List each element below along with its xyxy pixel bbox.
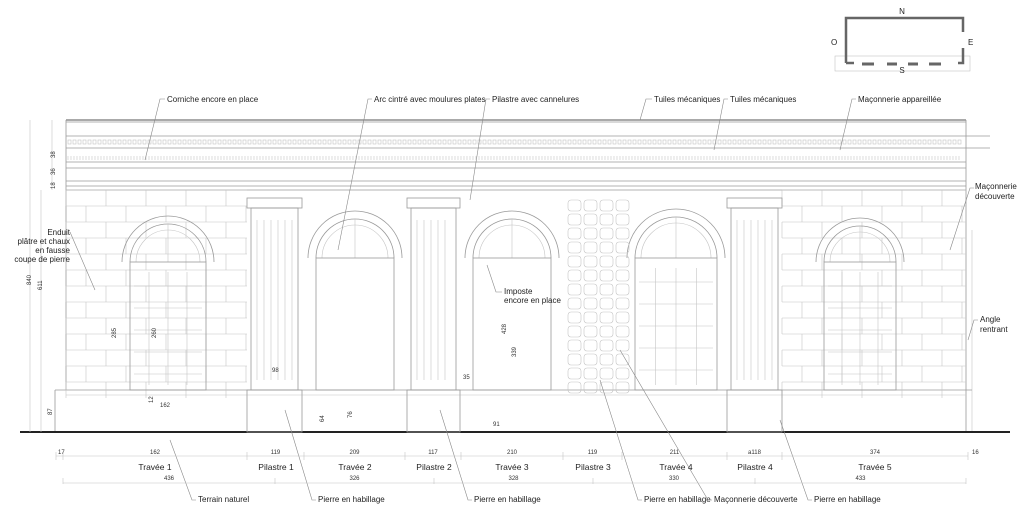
- label-arc: Arc cintré avec moulures plates: [374, 95, 486, 104]
- total-dim-label: 326: [349, 476, 360, 482]
- label-maconnerie-decouverte-1: Maçonnerie: [975, 182, 1017, 191]
- bay-dim-label: 211: [670, 450, 680, 456]
- arched-opening: [307, 210, 403, 391]
- annotations: Corniche encore en place Arc cintré avec…: [14, 95, 1017, 504]
- label-pilastre: Pilastre avec cannelures: [492, 95, 579, 104]
- label-tuiles-2: Tuiles mécaniques: [730, 95, 796, 104]
- total-dim-label: 330: [669, 476, 680, 482]
- facade: [20, 119, 1010, 433]
- bay-label: Pilastre 3: [575, 462, 611, 472]
- label-angle-2: rentrant: [980, 325, 1008, 334]
- bay-dim-label: 117: [428, 450, 438, 456]
- bay-dim-label: 162: [150, 450, 161, 456]
- label-imposte-2: encore en place: [504, 296, 561, 305]
- dim-428: 428: [502, 323, 508, 334]
- dim-35: 35: [463, 375, 470, 381]
- total-dim-label: 436: [164, 476, 175, 482]
- label-terrain: Terrain naturel: [198, 495, 249, 504]
- dim-87: 87: [48, 408, 54, 415]
- compass-west: O: [831, 38, 837, 47]
- label-enduit-4: coupe de pierre: [14, 255, 70, 264]
- label-tuiles-1: Tuiles mécaniques: [654, 95, 720, 104]
- bay-dim-label: 119: [271, 450, 281, 456]
- label-enduit-1: Enduit: [47, 228, 70, 237]
- compass-north: N: [899, 7, 905, 16]
- bay-label: Pilastre 4: [737, 462, 773, 472]
- dim-91: 91: [493, 422, 500, 428]
- label-enduit-3: en fausse: [35, 246, 70, 255]
- key-plan: N S E O: [831, 7, 973, 75]
- dim-36: 36: [51, 168, 57, 175]
- bay-label: Travée 2: [338, 462, 372, 472]
- dim-76: 76: [348, 411, 354, 418]
- fluted-pilaster: [726, 197, 783, 433]
- dim-162-window: 162: [160, 403, 171, 409]
- bay-label: Pilastre 1: [258, 462, 294, 472]
- fluted-pilaster: [406, 197, 461, 433]
- bay-dim-label: 210: [507, 450, 518, 456]
- label-pierre-1: Pierre en habillage: [318, 495, 385, 504]
- bay-dim-label: a118: [748, 450, 762, 456]
- dim-285: 285: [112, 327, 118, 338]
- bay-label: Travée 3: [495, 462, 529, 472]
- total-dim-label: 433: [855, 476, 866, 482]
- dim-38: 38: [51, 151, 57, 158]
- label-enduit-2: plâtre et chaux: [18, 237, 70, 246]
- arched-opening: [464, 210, 560, 391]
- fluted-pilaster: [246, 197, 303, 433]
- label-maconnerie-appareillee: Maçonnerie appareillée: [858, 95, 942, 104]
- bay-dim-label: 17: [58, 450, 65, 456]
- compass-east: E: [968, 38, 973, 47]
- label-pierre-4: Pierre en habillage: [814, 495, 881, 504]
- dim-840: 840: [27, 274, 33, 285]
- arched-opening: [815, 217, 905, 391]
- dim-260: 260: [152, 327, 158, 338]
- facade-detail: [65, 139, 966, 433]
- bay-label: Travée 1: [138, 462, 172, 472]
- dim-64: 64: [320, 415, 326, 422]
- dim-339: 339: [512, 346, 518, 357]
- label-corniche: Corniche encore en place: [167, 95, 259, 104]
- dim-18: 18: [51, 182, 57, 189]
- bay-label: Travée 4: [659, 462, 693, 472]
- dim-12: 12: [149, 396, 155, 403]
- bay-dim-label: 209: [349, 450, 360, 456]
- label-imposte-1: Imposte: [504, 287, 533, 296]
- vertical-dimensions: 38 36 18 840 611 87 285 260 12 162 98 64…: [27, 120, 518, 432]
- label-pierre-3: Pierre en habillage: [644, 495, 711, 504]
- bay-dim-label: 374: [870, 450, 881, 456]
- bay-dim-label: 119: [588, 450, 598, 456]
- compass-south: S: [899, 66, 904, 75]
- bay-label: Pilastre 2: [416, 462, 452, 472]
- bay-dim-label: 16: [972, 450, 979, 456]
- exposed-masonry: [567, 199, 630, 394]
- bay-label: Travée 5: [858, 462, 892, 472]
- arched-opening: [626, 208, 726, 391]
- dim-611: 611: [38, 280, 44, 290]
- label-pierre-2: Pierre en habillage: [474, 495, 541, 504]
- dim-98: 98: [272, 368, 279, 374]
- arched-opening: [121, 215, 215, 391]
- total-dim-label: 328: [508, 476, 519, 482]
- label-maconnerie-decouverte-2: découverte: [975, 192, 1015, 201]
- label-angle-1: Angle: [980, 315, 1001, 324]
- label-maconnerie-decouverte-bas: Maçonnerie découverte: [714, 495, 798, 504]
